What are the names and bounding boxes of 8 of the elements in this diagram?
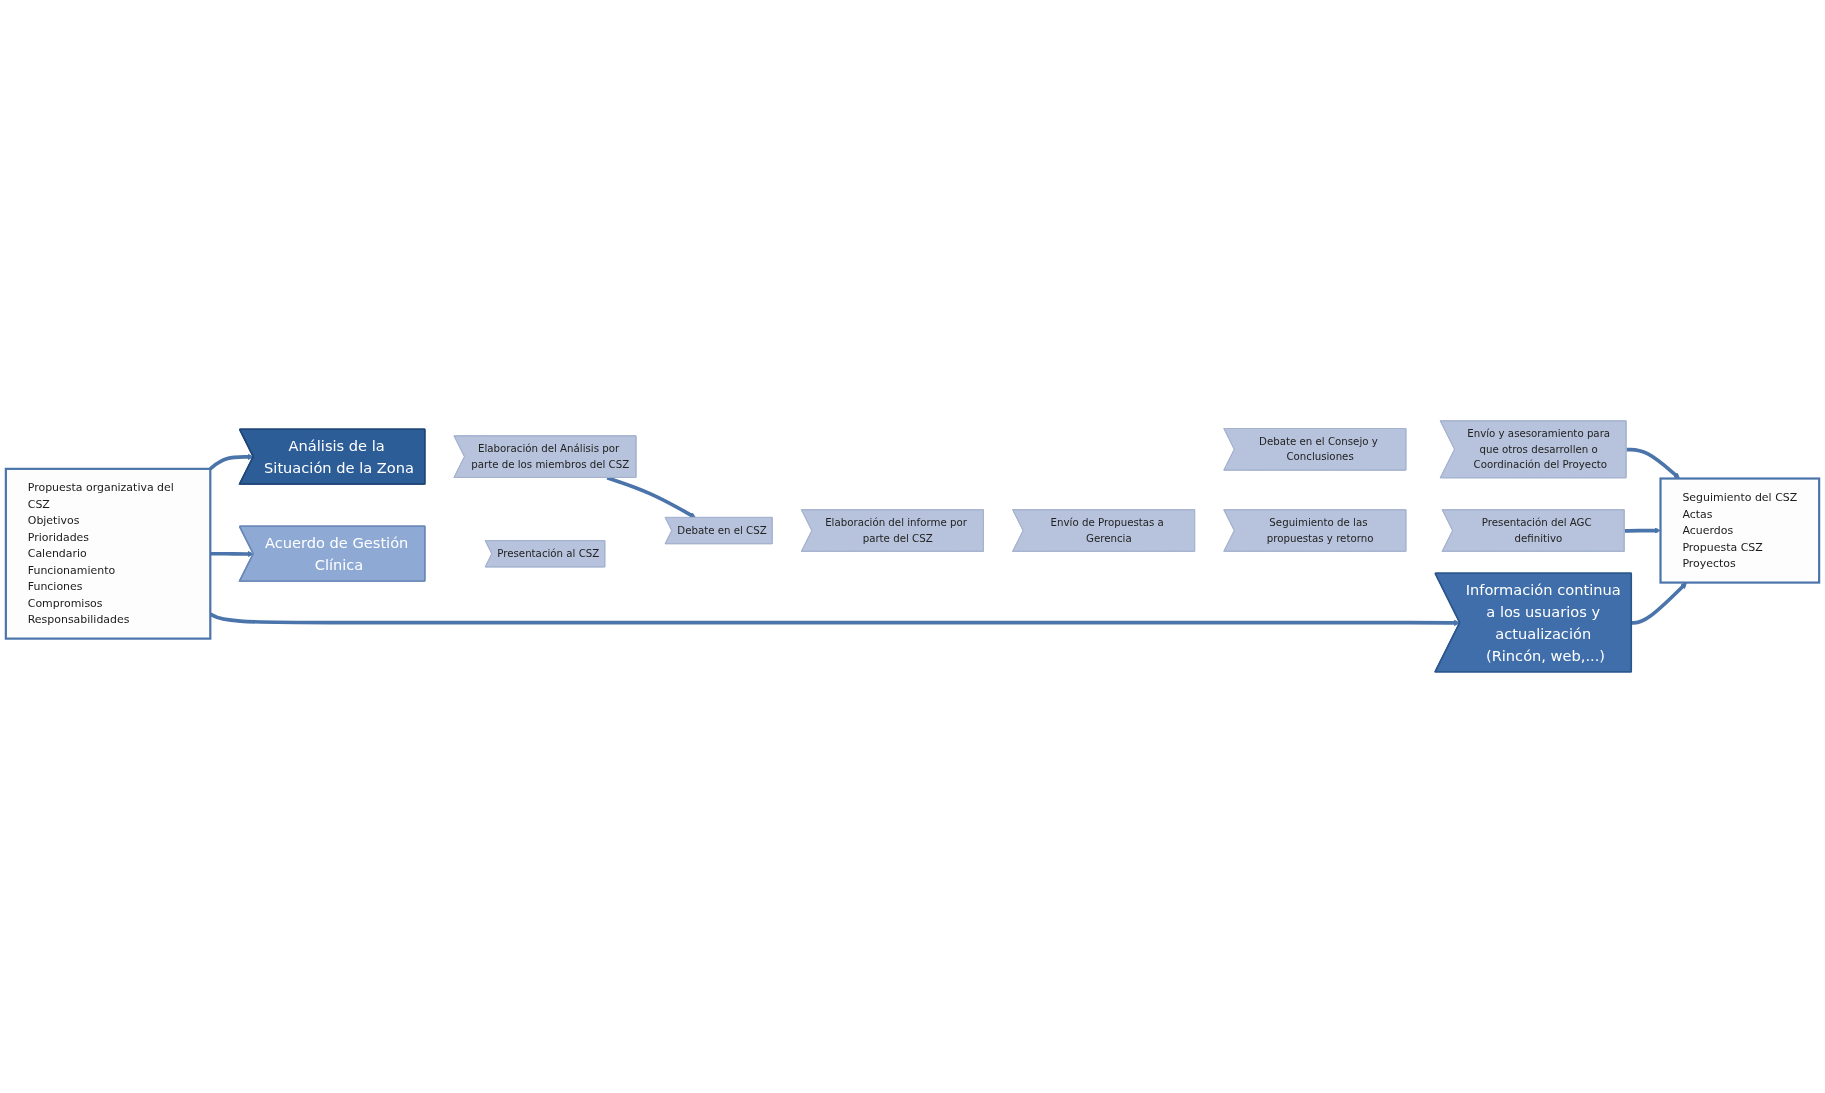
arrow bbox=[606, 476, 697, 519]
arrow bbox=[1631, 582, 1687, 625]
arrow bbox=[1624, 527, 1661, 534]
arrow bbox=[210, 550, 254, 558]
arrow bbox=[1626, 447, 1680, 479]
node-box: Propuesta organizativa del CSZ Objetivos Prioridades Calendario Funcionamiento Funciones Compromisos Responsabilidades bbox=[4, 467, 212, 640]
node-box: Seguimiento del CSZ Actas Acuerdos Propuesta CSZ Proyectos bbox=[1659, 477, 1821, 584]
arrow bbox=[209, 453, 254, 471]
